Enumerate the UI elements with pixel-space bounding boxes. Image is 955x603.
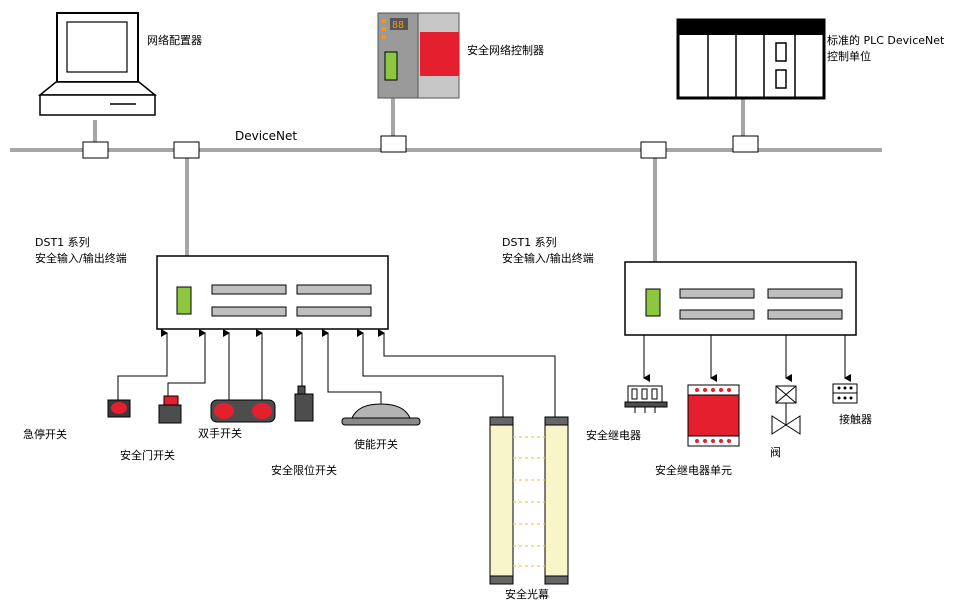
enable-switch-icon (341, 403, 421, 426)
estop-label: 急停开关 (23, 428, 67, 441)
safety-controller-label: 安全网络控制器 (467, 44, 544, 57)
plc-icon (676, 18, 826, 100)
drop-lines (93, 98, 745, 262)
emergency-stop-icon (107, 399, 131, 418)
tap-safety-controller (380, 135, 407, 153)
contactor-label: 接触器 (839, 413, 872, 426)
right-terminal-box (624, 261, 857, 336)
plc-label-line2: 控制单位 (827, 50, 871, 63)
limit-switch-icon (294, 385, 314, 422)
left-terminal-label-line1: DST1 系列 (35, 236, 90, 249)
safety-relay-icon (624, 385, 668, 413)
input-wires (117, 329, 556, 417)
safety-relay-label: 安全继电器 (586, 429, 641, 442)
two-hand-switch-icon (210, 399, 276, 423)
door-switch-label: 安全门开关 (120, 449, 175, 462)
tap-right-terminal (640, 141, 667, 159)
tap-plc (732, 135, 759, 153)
light-curtain-label: 安全光幕 (505, 588, 549, 601)
tap-configurator (82, 141, 109, 159)
limit-switch-label: 安全限位开关 (271, 464, 337, 477)
svg-text:88: 88 (392, 20, 404, 31)
plc-label-line1: 标准的 PLC DeviceNet (827, 34, 945, 47)
two-hand-label: 双手开关 (198, 427, 242, 440)
right-terminal-label-line1: DST1 系列 (502, 236, 557, 249)
valve-icon (771, 385, 801, 435)
left-terminal-label-line2: 安全输入/输出终端 (35, 252, 127, 265)
enable-switch-label: 使能开关 (354, 438, 398, 451)
contactor-icon (832, 383, 858, 404)
safety-relay-unit-icon (687, 384, 740, 447)
bus-label: DeviceNet (235, 129, 298, 143)
light-curtain-icon (489, 416, 569, 585)
right-terminal-label-line2: 安全输入/输出终端 (502, 252, 594, 265)
door-switch-icon (158, 395, 182, 424)
left-terminal-box (156, 255, 389, 330)
safety-controller-icon: 88 (377, 12, 460, 99)
valve-label: 阀 (770, 446, 781, 459)
relay-unit-label: 安全继电器单元 (655, 464, 732, 477)
configurator-label: 网络配置器 (147, 34, 202, 47)
tap-left-terminal (173, 141, 200, 159)
output-wires (643, 335, 851, 382)
computer-icon (37, 12, 158, 116)
bus-taps (82, 135, 759, 159)
